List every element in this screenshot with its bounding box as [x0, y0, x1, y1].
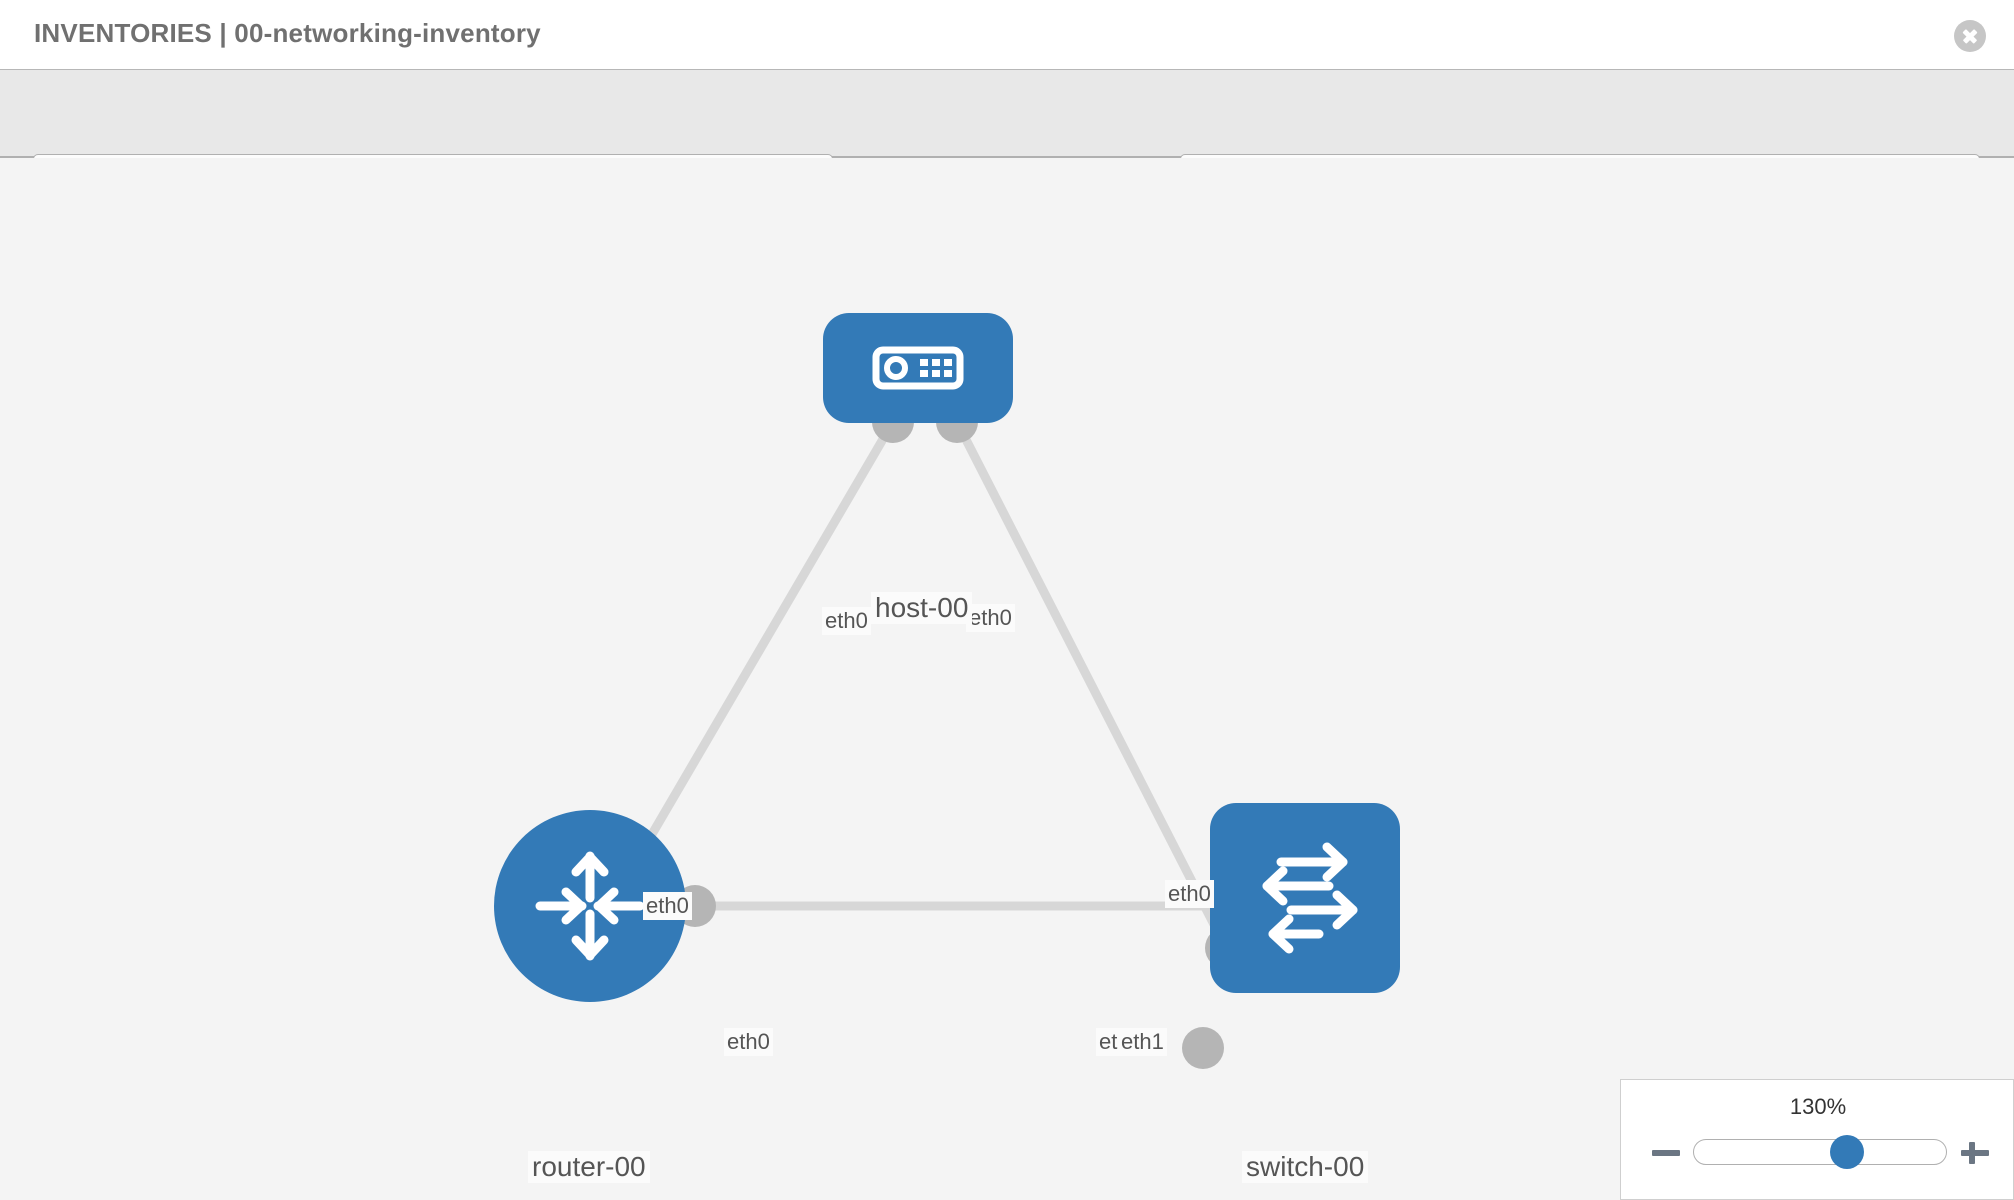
zoom-slider[interactable]	[1693, 1135, 1947, 1169]
zoom-out-button[interactable]	[1649, 1136, 1683, 1170]
topology-links	[606, 419, 1231, 951]
zoom-level-value: 130%	[1789, 1094, 1847, 1119]
zoom-control-panel: 130%	[1620, 1079, 2014, 1200]
port-nub[interactable]	[1182, 1027, 1224, 1069]
edge-label: eth0	[724, 1028, 773, 1056]
node-label-switch-00: switch-00	[1242, 1151, 1369, 1183]
server-icon	[872, 346, 964, 390]
zoom-in-button[interactable]	[1958, 1136, 1992, 1170]
edge-label: eth0	[822, 607, 871, 635]
switch-icon	[1262, 842, 1358, 954]
close-icon[interactable]	[1954, 20, 1986, 52]
node-label-router-00: router-00	[528, 1151, 650, 1183]
node-label-host-00: host-00	[871, 592, 973, 624]
page-header: INVENTORIES | 00-networking-inventory	[0, 0, 2014, 70]
edge-label: eth0	[643, 892, 692, 920]
node-host-00[interactable]	[823, 313, 1013, 423]
topology-canvas[interactable]: eth0 eth0 eth0 eth0 eth0 eth0 eth1 host-…	[0, 158, 2014, 1200]
node-switch-00[interactable]	[1210, 803, 1400, 993]
edge-label: eth0	[1165, 880, 1214, 908]
router-icon	[535, 851, 645, 961]
edge-label: eth1	[1118, 1028, 1167, 1056]
zoom-slider-thumb[interactable]	[1830, 1135, 1865, 1169]
page-title: INVENTORIES | 00-networking-inventory	[34, 18, 541, 48]
node-router-00[interactable]	[494, 810, 686, 1002]
toolbar: ACTIONS SEARCH	[0, 70, 2014, 210]
edge-label: eth0	[966, 604, 1015, 632]
